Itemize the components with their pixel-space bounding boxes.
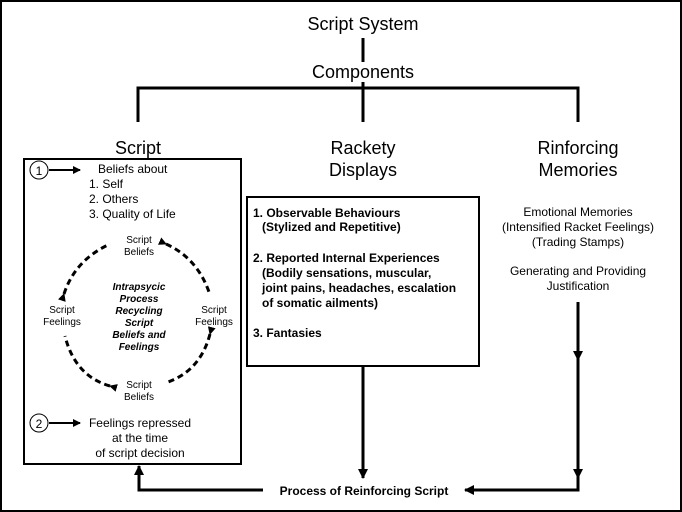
script-column-title: Script	[115, 138, 161, 158]
cycle-bottom-line1: Script	[126, 380, 152, 391]
cycle-center-line4: Script	[125, 318, 154, 329]
repressed-line3: of script decision	[95, 446, 184, 460]
bottom-left-connector	[134, 465, 263, 492]
reinforcing-column-title-line2: Memories	[538, 160, 617, 180]
racket-line2: (Stylized and Repetitive)	[262, 220, 401, 234]
marker-2	[29, 413, 49, 433]
racket-box	[246, 196, 480, 367]
racket-line3: 2. Reported Internal Experiences	[253, 251, 440, 265]
cycle-bottom-line2: Beliefs	[124, 392, 154, 403]
reinforcing-line4: Generating and Providing	[510, 264, 646, 278]
cycle-arc-right-bottom	[164, 326, 216, 385]
reinforcing-line2: (Intensified Racket Feelings)	[502, 220, 654, 234]
diagram-title: Script System	[307, 14, 418, 34]
marker-1	[29, 160, 49, 180]
cycle-right-line1: Script	[201, 305, 227, 316]
racket-line5: joint pains, headaches, escalation	[261, 281, 456, 295]
bottom-right-connector	[464, 478, 580, 495]
marker-2-label: 2	[36, 417, 43, 431]
cycle-center-line1: Intrapsycic	[113, 282, 166, 293]
cycle-arc-bottom-left	[63, 335, 118, 392]
cycle-left-line2: Feelings	[43, 317, 81, 328]
beliefs-heading: Beliefs about	[98, 162, 168, 176]
cycle-arc-left-top	[58, 242, 111, 302]
racket-line4: (Bodily sensations, muscular,	[262, 266, 431, 280]
process-label: Process of Reinforcing Script	[280, 484, 449, 498]
repressed-line1: Feelings repressed	[89, 416, 191, 430]
cycle-arc-top-right	[157, 237, 211, 293]
marker-1-label: 1	[36, 164, 43, 178]
script-box	[23, 158, 242, 465]
cycle-center-line5: Beliefs and	[112, 330, 166, 341]
racket-line1: 1. Observable Behaviours	[253, 206, 401, 220]
reinforcing-line1: Emotional Memories	[523, 205, 632, 219]
top-branch-connector	[136, 86, 580, 122]
cycle-left-line1: Script	[49, 305, 75, 316]
cycle-top-line1: Script	[126, 235, 152, 246]
belief-item-self: 1. Self	[89, 177, 124, 191]
cycle-right-line2: Feelings	[195, 317, 233, 328]
reinforcing-line3: (Trading Stamps)	[532, 235, 624, 249]
cycle-center-line3: Recycling	[115, 306, 162, 317]
racket-line6: of somatic ailments)	[262, 296, 378, 310]
cycle-top-line2: Beliefs	[124, 247, 154, 258]
racket-line7: 3. Fantasies	[253, 326, 322, 340]
components-label: Components	[312, 62, 414, 82]
cycle-center-line6: Feelings	[119, 342, 160, 353]
reinforcing-line5: Justification	[547, 279, 610, 293]
cycle-center-line2: Process	[120, 294, 159, 305]
repressed-line2: at the time	[112, 431, 168, 445]
reinforcing-column-title-line1: Rinforcing	[537, 138, 618, 158]
racket-column-title-line1: Rackety	[330, 138, 395, 158]
belief-item-others: 2. Others	[89, 192, 138, 206]
racket-column-title-line2: Displays	[329, 160, 397, 180]
belief-item-quality: 3. Quality of Life	[89, 207, 176, 221]
